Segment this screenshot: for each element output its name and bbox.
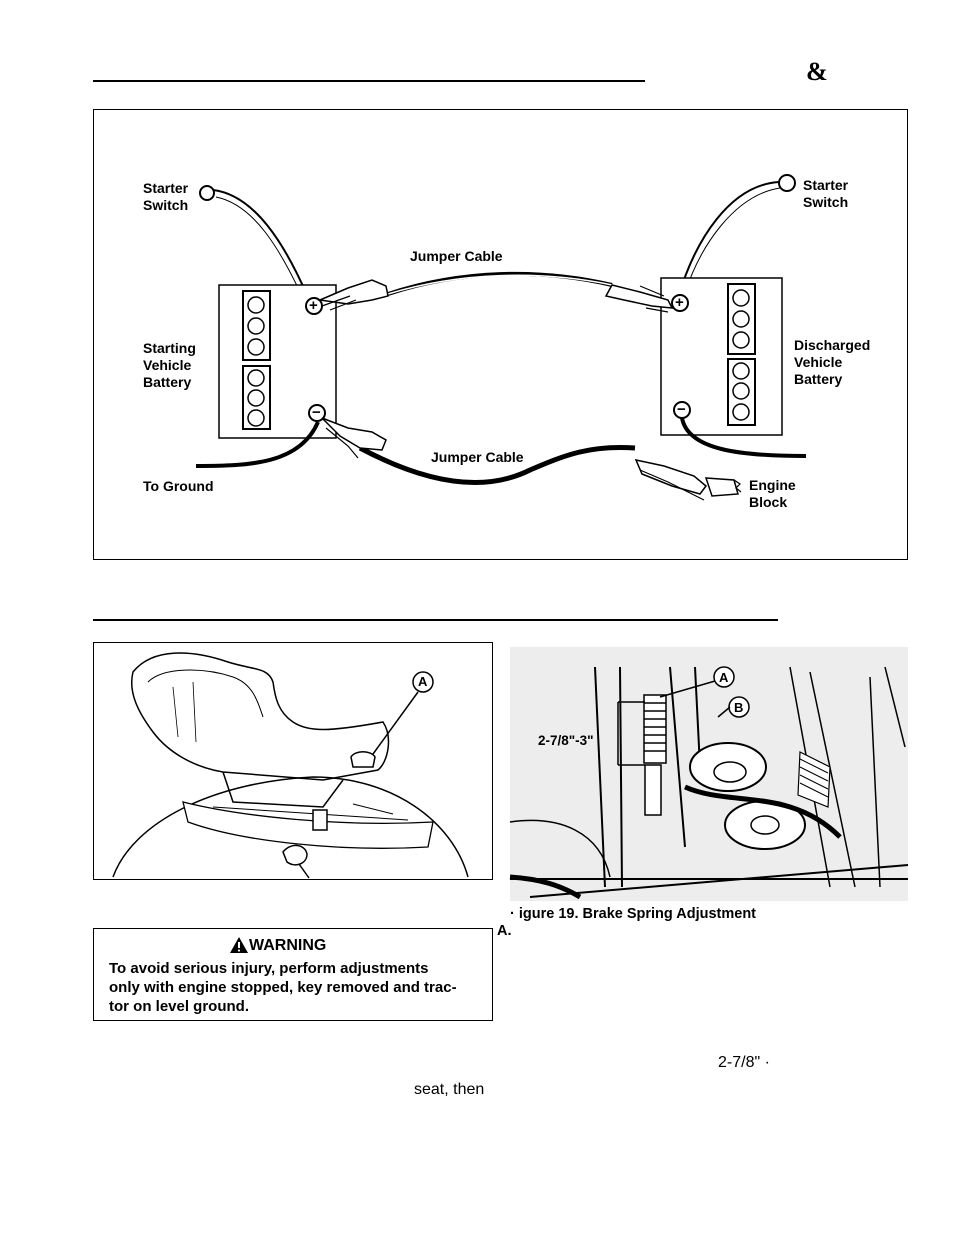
seat-callout-a: A: [418, 674, 428, 689]
header-ampersand: &: [806, 57, 828, 86]
warning-triangle-icon: [230, 937, 248, 953]
minus-left: −: [312, 404, 321, 421]
brake-callout-b: B: [734, 700, 744, 715]
brake-caption-item-a: A.: [497, 923, 512, 939]
dimension-text-fragment: 2-7/8" ·: [718, 1054, 770, 1071]
discharged-battery-icon: [660, 277, 783, 436]
brake-callout-a: A: [719, 670, 729, 685]
left-switch-wire: [212, 189, 308, 296]
plus-right: +: [675, 294, 684, 311]
ground-wire: [195, 421, 320, 468]
seat-callout-leader: [372, 691, 419, 755]
left-starter-switch-icon: [199, 185, 215, 201]
top-jumper-cable: [387, 271, 613, 296]
discharged-negative-cable: [680, 417, 807, 458]
label-to-ground: To Ground: [143, 478, 214, 494]
warning-line-1: To avoid serious injury, perform adjustm…: [109, 960, 429, 977]
top-rule: [93, 80, 645, 82]
starting-battery-icon: [218, 284, 337, 439]
section-rule: [93, 619, 778, 621]
brake-figure-caption: · igure 19. Brake Spring Adjustment: [510, 906, 757, 922]
right-starter-switch-icon: [778, 174, 796, 192]
brake-photo: [509, 647, 909, 901]
engine-block-icon: [704, 477, 739, 497]
warning-line-3: tor on level ground.: [109, 998, 250, 1015]
seat-figure-frame: [93, 642, 493, 880]
top-right-clamp-icon: [604, 284, 674, 309]
label-jumper-cable-top: Jumper Cable: [410, 248, 503, 264]
jumper-diagram-frame: [93, 109, 908, 560]
top-left-clamp-icon: [317, 279, 389, 305]
warning-title: WARNING: [249, 937, 327, 954]
label-jumper-cable-bottom: Jumper Cable: [431, 449, 524, 465]
seat-key-icon: [282, 844, 308, 866]
label-starting-battery: Starting Vehicle Battery: [143, 340, 196, 390]
seat-latch: [350, 751, 376, 768]
brake-callout-a-leader: [659, 680, 716, 698]
dimension-bracket: [617, 701, 645, 766]
jumper-diagram: [195, 174, 807, 501]
bottom-right-clamp-icon: [634, 458, 708, 495]
plus-left: +: [309, 297, 318, 314]
bottom-left-clamp-icon: [321, 417, 387, 451]
brake-dimension-label: 2-7/8"-3": [538, 733, 594, 748]
bottom-jumper-cable: [358, 444, 636, 486]
minus-right: −: [677, 401, 686, 418]
warning-box: [93, 928, 493, 1021]
label-starter-switch-left: Starter Switch: [143, 180, 189, 213]
brake-callout-b-leader: [717, 706, 731, 718]
label-engine-block: Engine Block: [749, 477, 796, 510]
label-starter-switch-right: Starter Switch: [803, 177, 849, 210]
seat-illustration: [112, 652, 469, 879]
seat-then-fragment: seat, then: [414, 1081, 485, 1098]
label-discharged-battery: Discharged Vehicle Battery: [794, 337, 871, 387]
warning-line-2: only with engine stopped, key removed an…: [109, 979, 457, 996]
